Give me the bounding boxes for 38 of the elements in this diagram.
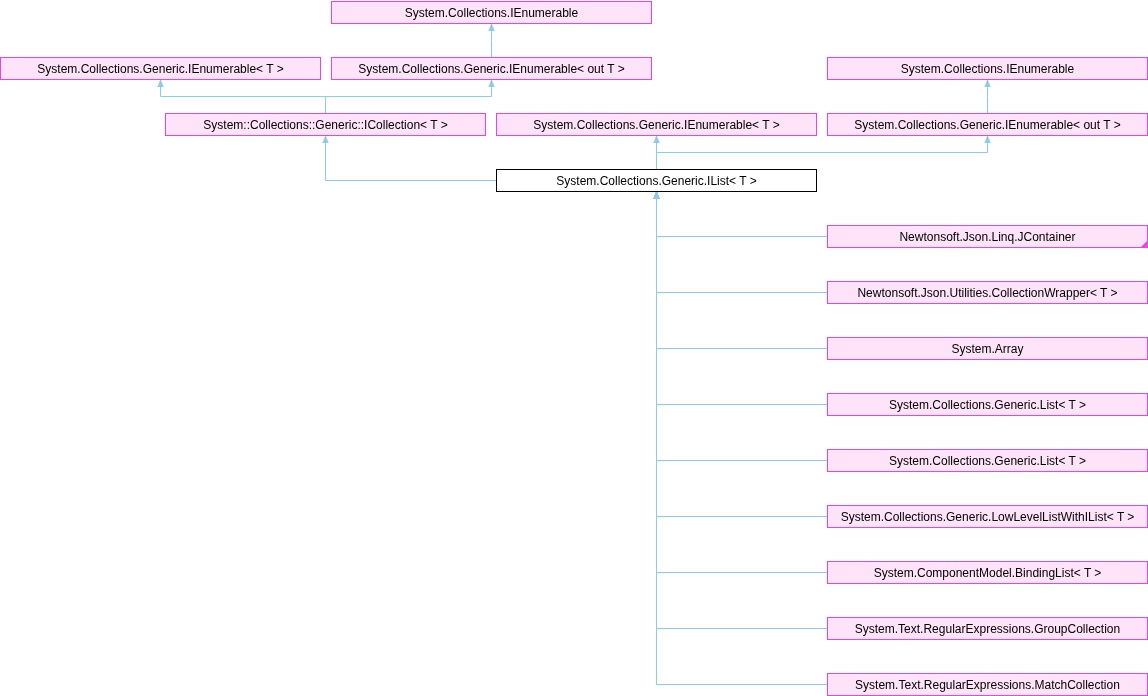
class-box [827, 337, 1148, 360]
class-name: System.Text.RegularExpressions.MatchCollection [855, 677, 1120, 692]
class-name: System.Collections.Generic.IEnumerable< T > [37, 61, 284, 76]
class-name: Newtonsoft.Json.Utilities.CollectionWrapper< T > [857, 285, 1118, 300]
class-box [827, 505, 1148, 528]
class-name: System.Array [951, 341, 1024, 356]
focus-class-box [496, 169, 817, 192]
class-name: System.Collections.Generic.IEnumerable< T > [533, 117, 780, 132]
inheritance-arrow [488, 23, 495, 58]
class-box [331, 57, 652, 80]
class-box [165, 113, 486, 136]
class-box [496, 113, 817, 136]
class-name: System.Collections.Generic.LowLevelListWithIList< T > [840, 509, 1135, 524]
class-name: System.Collections.IEnumerable [900, 61, 1075, 76]
class-box [827, 617, 1148, 640]
class-box [0, 57, 321, 80]
class-box [827, 281, 1148, 304]
inheritance-arrow [325, 79, 495, 114]
class-name: System.Text.RegularExpressions.GroupCollection [854, 621, 1121, 636]
class-name: System.Collections.Generic.IEnumerable< out T > [358, 61, 625, 76]
class-name: System.Collections.Generic.IEnumerable< out T > [854, 117, 1121, 132]
class-name: System.Collections.Generic.IList< T > [556, 173, 757, 188]
class-box [827, 225, 1148, 248]
class-name: System.Collections.Generic.List< T > [889, 397, 1086, 412]
class-box [827, 113, 1148, 136]
class-name: System.Collections.IEnumerable [404, 5, 579, 20]
class-box [331, 1, 652, 24]
class-name: Newtonsoft.Json.Linq.JContainer [899, 229, 1076, 244]
class-box [827, 561, 1148, 584]
class-box [827, 393, 1148, 416]
class-name: System::Collections::Generic::ICollection< T > [203, 117, 448, 132]
class-name: System.ComponentModel.BindingList< T > [873, 565, 1102, 580]
inheritance-arrow [322, 135, 497, 181]
class-box [827, 57, 1148, 80]
inheritance-arrow [984, 79, 991, 114]
class-box [827, 673, 1148, 696]
class-name: System.Collections.Generic.List< T > [889, 453, 1086, 468]
class-box [827, 449, 1148, 472]
